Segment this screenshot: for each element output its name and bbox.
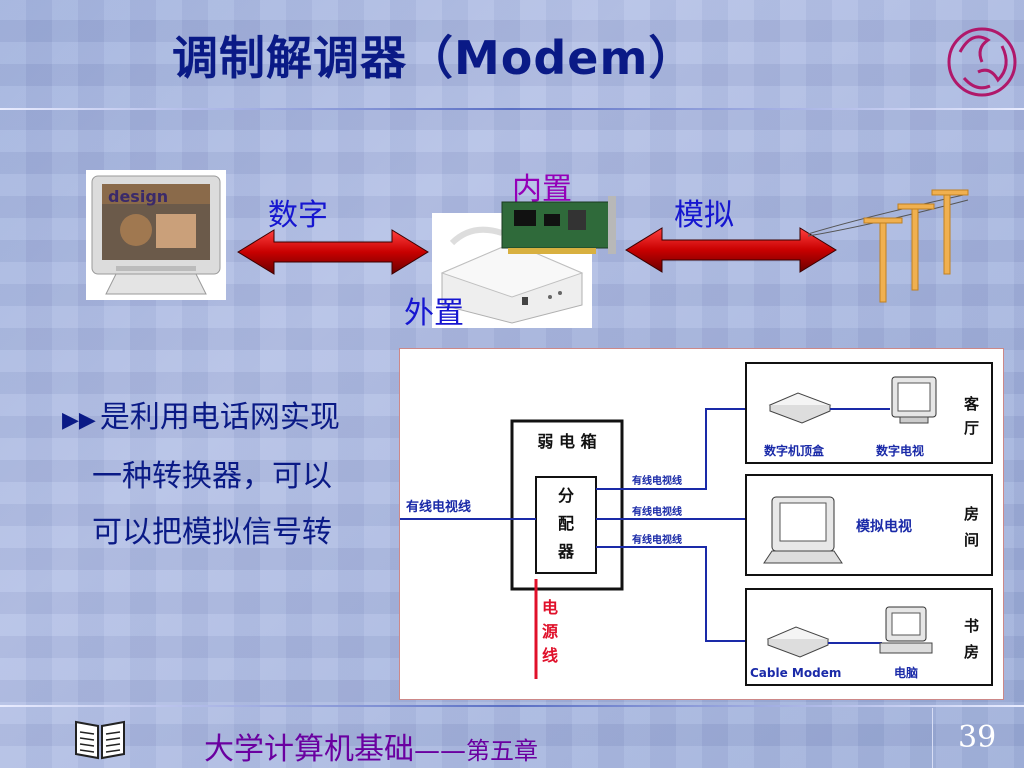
bullet-text-block: ▶▶是利用电话网实现 一种转换器，可以 可以把模拟信号转	[62, 390, 422, 561]
room3-device-1-label: Cable Modem	[750, 666, 841, 680]
logo-emblem-icon	[947, 27, 1017, 97]
internal-label: 内置	[512, 172, 572, 207]
slide-title: 调制解调器（Modem）	[172, 31, 696, 85]
splitter-char-2: 配	[558, 514, 574, 533]
digital-label: 数字	[268, 198, 328, 233]
room3-device-2-label: 电脑	[894, 665, 918, 680]
splitter-char-3: 器	[557, 542, 575, 561]
branch-cable-label-2: 有线电视线	[632, 505, 682, 518]
splitter-char-1: 分	[558, 486, 574, 505]
title-divider	[0, 108, 1024, 110]
footer-separator	[932, 708, 933, 768]
bullet-line-1: 是利用电话网实现	[99, 400, 340, 435]
digital-arrow-icon	[237, 229, 429, 275]
monitor-screen-text: design	[108, 187, 168, 206]
footer-chapter: 第五章	[466, 737, 538, 765]
power-line-char-1: 电	[542, 598, 558, 617]
room3-name-char-2: 房	[964, 643, 979, 661]
room2-device-label: 模拟电视	[856, 518, 912, 535]
room1-device-2-label: 数字电视	[876, 443, 924, 458]
input-cable-label: 有线电视线	[406, 499, 471, 515]
room1-name-char-2: 厅	[964, 419, 979, 437]
telephone-poles-icon	[808, 189, 969, 303]
analog-label: 模拟	[674, 198, 734, 233]
weak-current-box-title: 弱 电 箱	[537, 432, 596, 451]
room2-name-char-2: 间	[964, 531, 979, 549]
footer-divider	[0, 705, 1024, 707]
footer-course-title: 大学计算机基础——第五章	[204, 724, 538, 768]
power-line-char-3: 线	[542, 646, 558, 665]
branch-cable-label-3: 有线电视线	[632, 533, 682, 546]
room2-name-char-1: 房	[964, 505, 979, 523]
footer-dash: ——	[414, 736, 466, 766]
power-line-char-2: 源	[542, 622, 558, 641]
book-icon	[75, 720, 125, 760]
page-number: 39	[958, 720, 997, 755]
room1-device-1-label: 数字机顶盒	[764, 443, 825, 458]
analog-arrow-icon	[625, 227, 837, 273]
bullet-line-3: 可以把模拟信号转	[92, 515, 332, 550]
internal-modem-card-icon	[501, 196, 616, 254]
cable-distribution-diagram: 弱 电 箱 分 配 器 有线电视线 有线电视线 有线电视线 有线电视线 电 源 …	[399, 348, 1004, 700]
room1-name-char-1: 客	[963, 395, 980, 413]
external-label: 外置	[404, 296, 464, 331]
branch-cable-label-1: 有线电视线	[632, 474, 682, 487]
bullet-arrow-icon: ▶▶	[62, 408, 96, 433]
room3-name-char-1: 书	[964, 617, 979, 635]
bullet-line-2: 一种转换器，可以	[92, 459, 332, 494]
footer-course: 大学计算机基础	[204, 732, 414, 767]
monitor-icon: design	[86, 170, 226, 300]
